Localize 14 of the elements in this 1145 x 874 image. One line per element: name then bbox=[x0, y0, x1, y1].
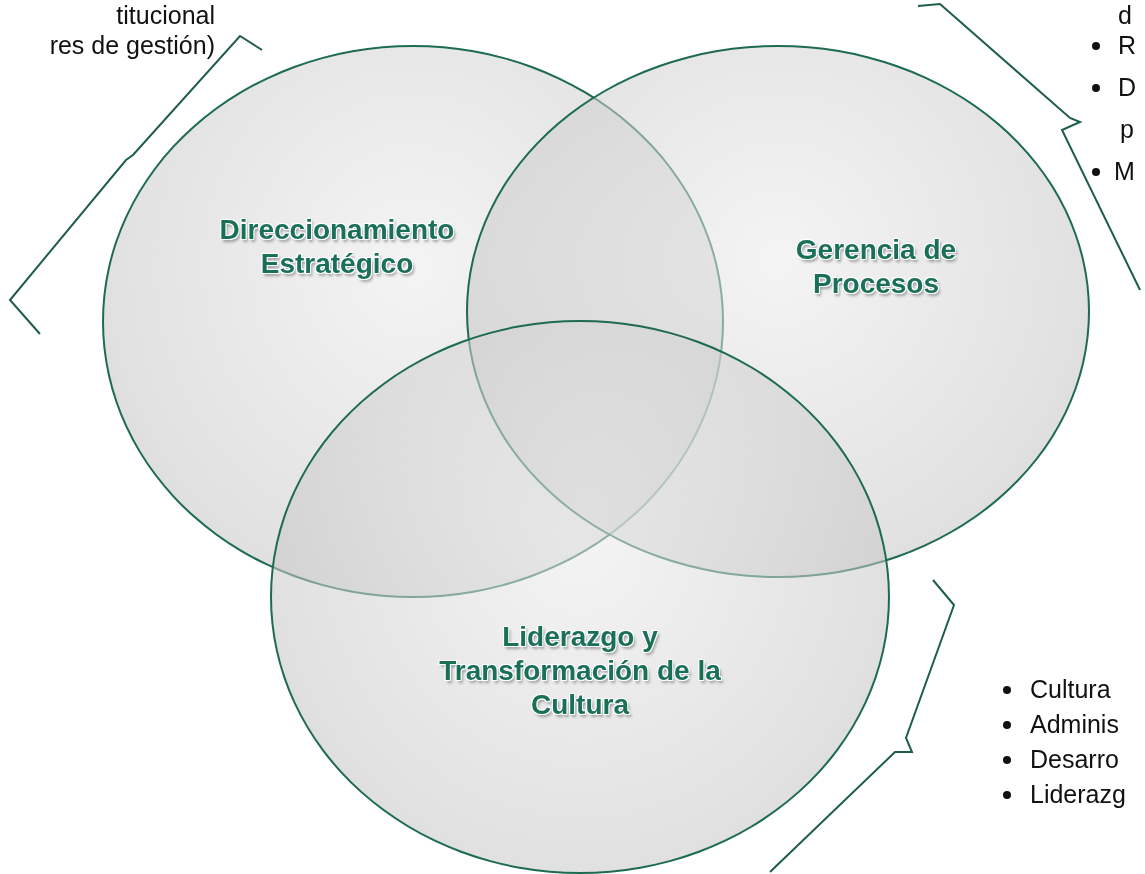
circle-title: Direccionamiento Estratégico bbox=[218, 213, 456, 281]
bullet-text: Cultura bbox=[1030, 674, 1111, 704]
bullet-text: p bbox=[1120, 114, 1134, 144]
bullet-text: R bbox=[1118, 30, 1137, 60]
bullet-text: Adminis bbox=[1030, 709, 1119, 739]
bullet-text: D bbox=[1118, 72, 1137, 102]
bullet-text: M bbox=[1114, 156, 1135, 186]
bullet-text: Desarro bbox=[1030, 744, 1119, 774]
circle-title: Liderazgo y Transformación de la Cultura bbox=[438, 620, 722, 722]
bullet-text: d bbox=[1118, 0, 1132, 30]
bullet-text: titucional bbox=[116, 0, 215, 30]
bullet-text: res de gestión) bbox=[49, 30, 215, 60]
bullet-text: Liderazg bbox=[1030, 779, 1126, 809]
circle-title: Gerencia de Procesos bbox=[794, 233, 958, 301]
